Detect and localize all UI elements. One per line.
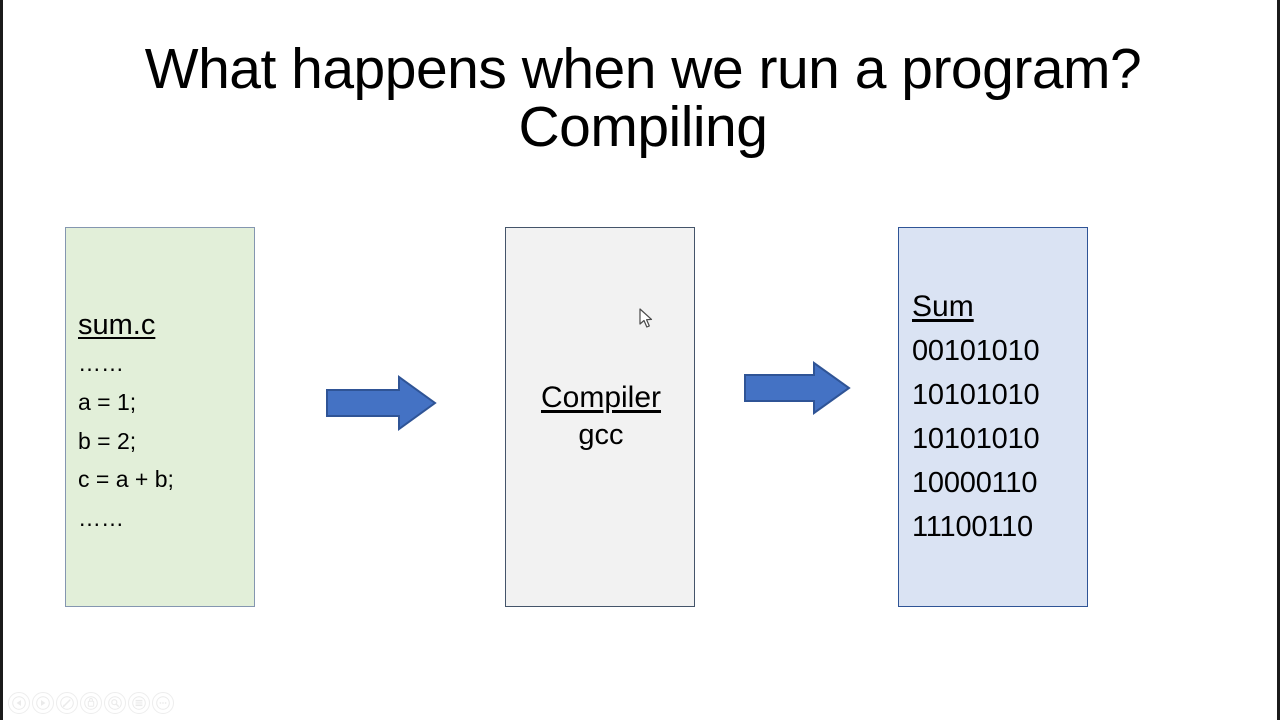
binary-line: 10000110 xyxy=(912,466,1038,499)
previous-slide-icon xyxy=(12,696,26,710)
compiler-content: Compiler gcc xyxy=(506,378,696,454)
binary-line: 10101010 xyxy=(912,422,1040,455)
see-all-slides-button[interactable] xyxy=(128,692,150,714)
pen-tool-button[interactable] xyxy=(56,692,78,714)
binary-line: 00101010 xyxy=(912,334,1040,367)
zoom-button[interactable] xyxy=(104,692,126,714)
mouse-pointer-icon xyxy=(639,308,655,330)
arrow-source-to-compiler-icon xyxy=(325,374,437,432)
title-line-1: What happens when we run a program? xyxy=(144,37,1142,101)
source-code-line: c = a + b; xyxy=(78,466,174,493)
title-line-2: Compiling xyxy=(518,95,768,160)
next-slide-icon xyxy=(36,696,50,710)
compiler-name: gcc xyxy=(578,419,624,451)
page-title: What happens when we run a program? Comp… xyxy=(3,37,1277,160)
binary-file-name: Sum xyxy=(912,290,974,323)
binary-output-content: Sum 00101010 10101010 10101010 10000110 … xyxy=(912,285,1089,549)
previous-slide-button[interactable] xyxy=(8,692,30,714)
binary-output-box: Sum 00101010 10101010 10101010 10000110 … xyxy=(898,227,1088,607)
source-file-name: sum.c xyxy=(78,309,156,341)
next-slide-button[interactable] xyxy=(32,692,54,714)
compiler-box: Compiler gcc xyxy=(505,227,695,607)
binary-line: 11100110 xyxy=(912,510,1033,543)
more-options-icon xyxy=(156,696,170,710)
source-code-line: b = 2; xyxy=(78,427,137,454)
compiler-heading: Compiler xyxy=(540,381,662,414)
pen-icon xyxy=(60,696,74,710)
ink-tools-button[interactable] xyxy=(80,692,102,714)
source-file-box: sum.c …… a = 1; b = 2; c = a + b; …… xyxy=(65,227,255,607)
magnifier-icon xyxy=(108,696,122,710)
slideshow-toolbar[interactable] xyxy=(8,692,174,714)
highlighter-icon xyxy=(84,696,98,710)
source-code-line: …… xyxy=(78,350,124,377)
source-file-content: sum.c …… a = 1; b = 2; c = a + b; …… xyxy=(78,306,256,537)
source-code-line: …… xyxy=(78,504,124,531)
binary-line: 10101010 xyxy=(912,378,1040,411)
slides-grid-icon xyxy=(132,696,146,710)
more-options-button[interactable] xyxy=(152,692,174,714)
arrow-compiler-to-binary-icon xyxy=(743,360,851,416)
source-code-line: a = 1; xyxy=(78,388,137,415)
